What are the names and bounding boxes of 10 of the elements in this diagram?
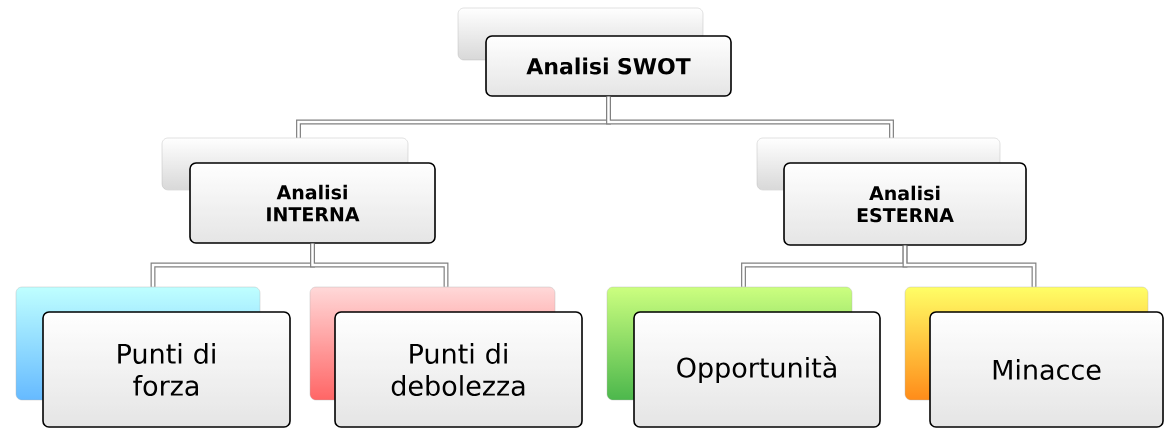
org-box: Analisi SWOT [457,7,732,97]
connector-line [902,245,1037,287]
org-box: Analisi INTERNA [161,137,436,244]
org-box: Analisi ESTERNA [756,137,1027,246]
connector-line [310,243,449,287]
org-box: Punti di forza [15,286,291,428]
org-box: Minacce [904,286,1164,428]
org-box: Punti di debolezza [309,286,583,428]
org-box: Opportunità [606,286,881,428]
connector-line [606,96,894,138]
